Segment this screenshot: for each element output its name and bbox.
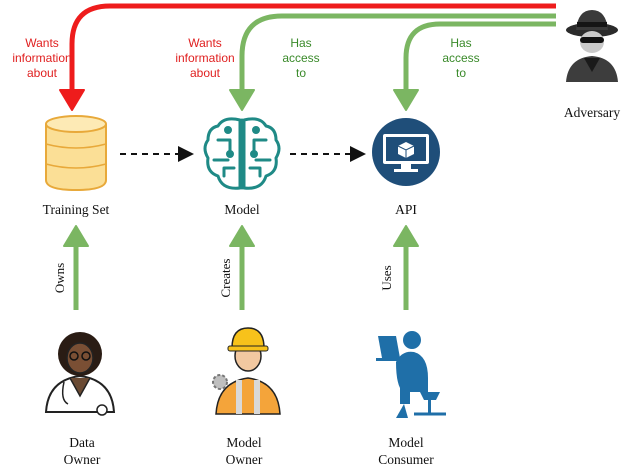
green-arrowhead-model bbox=[229, 89, 255, 111]
red-arrow-wants-info bbox=[69, 3, 556, 96]
model-label: Model bbox=[224, 202, 259, 217]
svg-text:Has: Has bbox=[450, 36, 471, 50]
green-arrow-access-model bbox=[239, 13, 556, 96]
database-icon bbox=[45, 115, 107, 192]
svg-text:to: to bbox=[296, 66, 306, 80]
uses-arrow bbox=[393, 225, 419, 310]
owns-label: Owns bbox=[52, 263, 67, 293]
label-has-access-2: Has access to bbox=[442, 36, 479, 80]
label-wants-info-2: Wants information about bbox=[175, 36, 234, 80]
uses-label: Uses bbox=[379, 265, 394, 290]
green-arrowhead-api bbox=[393, 89, 419, 111]
svg-text:Has: Has bbox=[290, 36, 311, 50]
doctor-icon bbox=[44, 332, 116, 416]
adversary-label: Adversary bbox=[564, 105, 620, 120]
svg-text:information: information bbox=[175, 51, 234, 65]
api-label: API bbox=[395, 202, 417, 217]
svg-text:information: information bbox=[12, 51, 71, 65]
creates-arrow bbox=[229, 225, 255, 310]
model-consumer-label-1: Model bbox=[388, 435, 423, 450]
owns-arrow bbox=[63, 225, 89, 310]
svg-text:access: access bbox=[442, 51, 479, 65]
red-arrowhead bbox=[59, 89, 85, 111]
data-owner-label-2: Owner bbox=[64, 452, 101, 466]
creates-label: Creates bbox=[218, 259, 233, 298]
monitor-cube-icon bbox=[372, 118, 440, 186]
data-owner-label-1: Data bbox=[69, 435, 94, 450]
engineer-icon bbox=[212, 327, 281, 415]
model-owner-label-2: Owner bbox=[226, 452, 263, 466]
svg-text:to: to bbox=[456, 66, 466, 80]
svg-text:about: about bbox=[190, 66, 221, 80]
label-wants-info-1: Wants information about bbox=[12, 36, 71, 80]
svg-text:Wants: Wants bbox=[25, 36, 59, 50]
green-arrow-access-api bbox=[403, 21, 556, 96]
svg-text:access: access bbox=[282, 51, 319, 65]
svg-text:about: about bbox=[27, 66, 58, 80]
brain-circuit-icon bbox=[203, 117, 281, 190]
svg-text:Wants: Wants bbox=[188, 36, 222, 50]
training-set-label: Training Set bbox=[43, 202, 110, 217]
laptop-user-icon bbox=[376, 331, 446, 418]
model-consumer-label-2: Consumer bbox=[378, 452, 434, 466]
label-has-access-1: Has access to bbox=[282, 36, 319, 80]
spy-icon bbox=[566, 10, 618, 82]
model-owner-label-1: Model bbox=[226, 435, 261, 450]
